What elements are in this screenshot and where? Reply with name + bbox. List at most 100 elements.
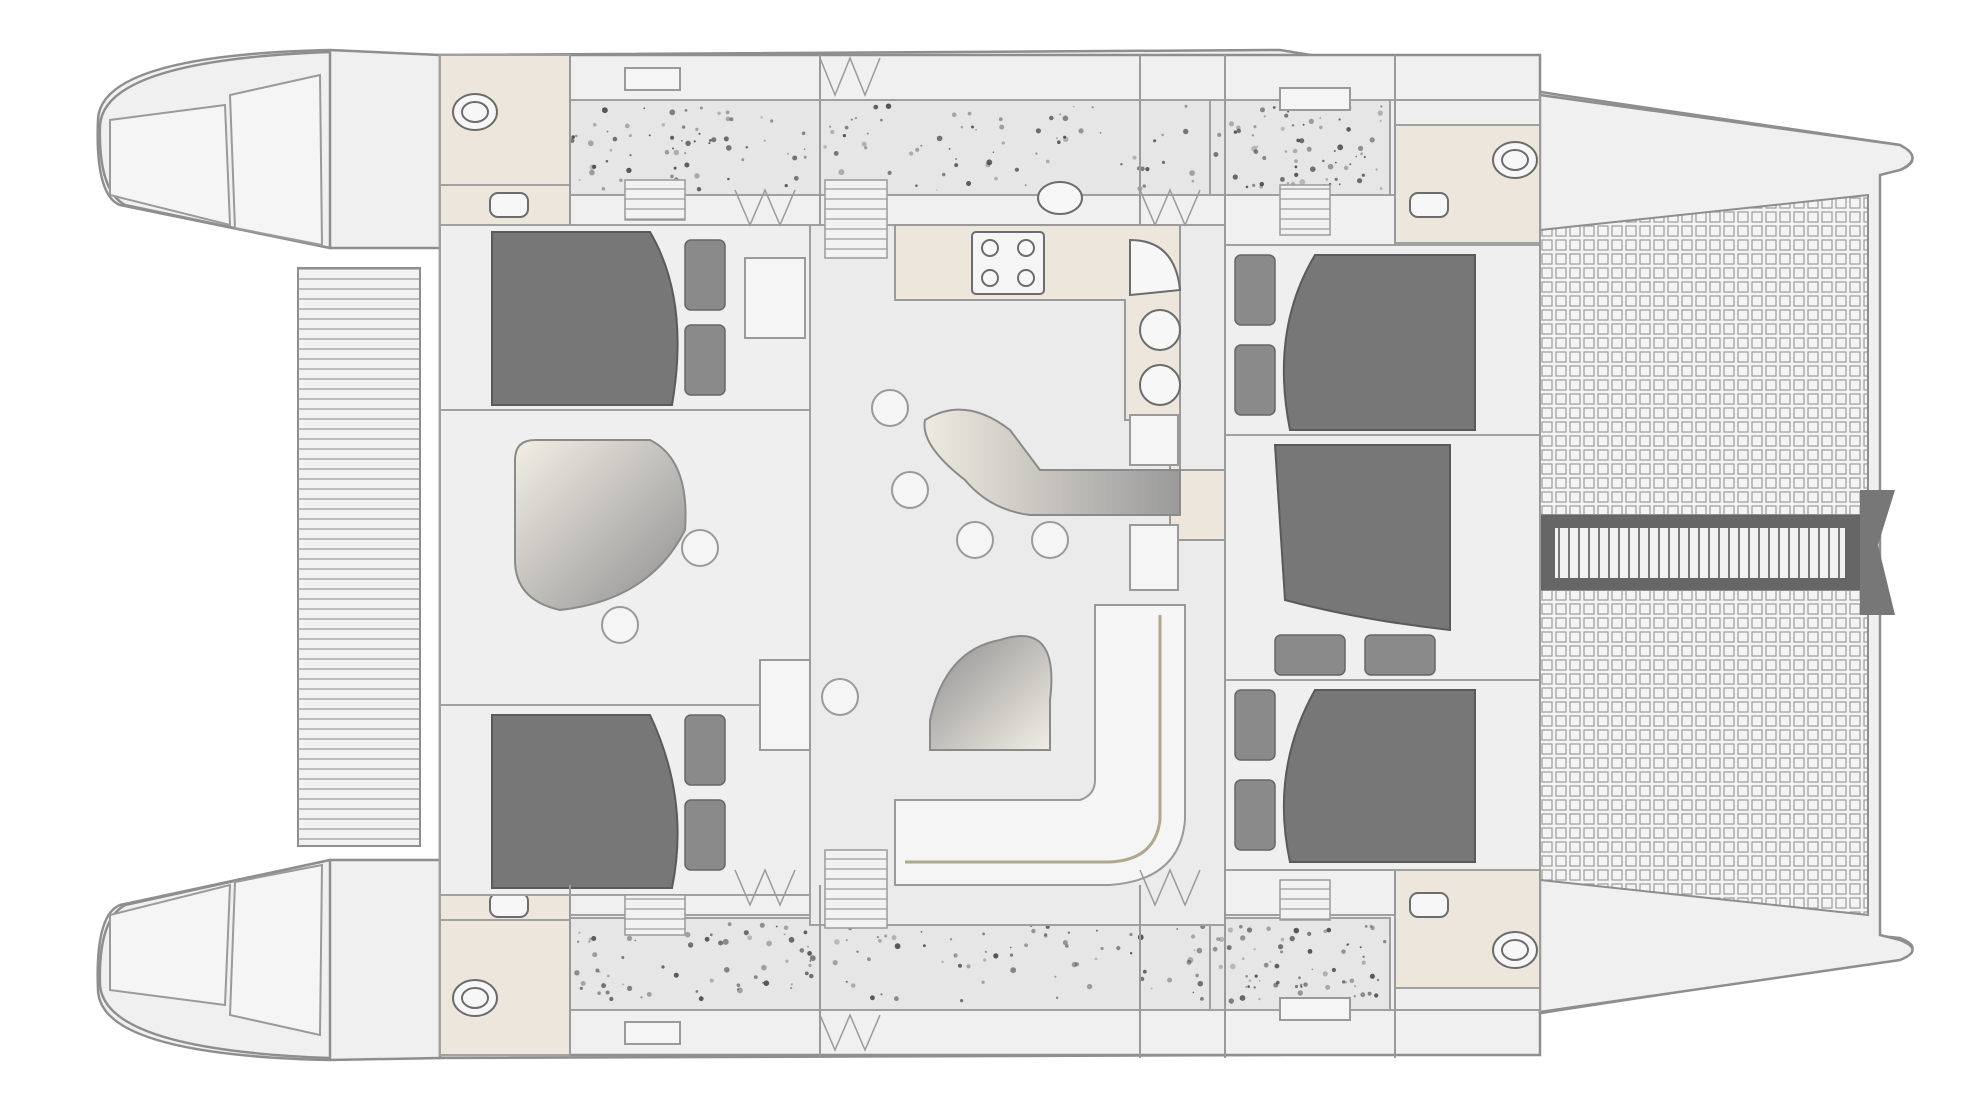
pillow (1274, 634, 1346, 676)
tile-speckle (880, 993, 883, 996)
tile-speckle (1062, 940, 1068, 946)
tile-speckle (1063, 135, 1067, 139)
tile-speckle (708, 139, 712, 142)
tile-speckle (727, 922, 732, 927)
tile-speckle (854, 117, 858, 120)
tile-speckle (954, 163, 959, 168)
tile-speckle (845, 980, 848, 983)
tile-speckle (958, 963, 962, 968)
tile-speckle (1253, 125, 1257, 129)
tile-speckle (775, 925, 778, 928)
sink-icon (1409, 892, 1449, 918)
galley-sink-icon (1139, 364, 1181, 406)
tile-speckle (1120, 163, 1123, 166)
tile-speckle (994, 176, 998, 181)
tile-speckle (1349, 978, 1355, 984)
aft-boarding-steps (1555, 528, 1845, 578)
tile-speckle (1035, 152, 1038, 155)
tile-speckle (909, 151, 914, 156)
stbd-tile-floor-3 (1209, 917, 1391, 1011)
tile-speckle (1289, 935, 1295, 942)
tile-speckle (864, 146, 868, 150)
tile-speckle-top (563, 103, 1383, 192)
tile-speckle (578, 931, 581, 934)
tile-speckle (741, 158, 745, 162)
tile-speckle (661, 965, 665, 969)
bow-locker-stbd-inner (228, 863, 324, 1037)
stairs-stbd-salon (824, 849, 888, 929)
tile-speckle (850, 983, 856, 988)
tile-speckle (861, 141, 867, 147)
tile-speckle (1253, 149, 1259, 154)
tile-speckle (736, 988, 739, 991)
tile-speckle (1294, 165, 1298, 169)
tile-speckle (577, 940, 580, 943)
tile-speckle (1100, 946, 1104, 951)
tile-speckle (723, 136, 729, 142)
tile-speckle (698, 996, 704, 1002)
tile-speckle (588, 940, 591, 943)
tile-speckle (856, 950, 859, 953)
tile-speckle (1176, 928, 1179, 930)
tile-speckle (923, 944, 926, 948)
tile-speckle (1369, 973, 1375, 979)
tile-speckle (763, 980, 770, 986)
tile-speckle (1010, 967, 1017, 974)
tile-speckle (1245, 185, 1249, 189)
tile-speckle (1248, 979, 1252, 982)
hatch (624, 1021, 681, 1045)
tile-speckle (1187, 957, 1194, 963)
tile-speckle (1251, 145, 1258, 152)
tile-speckle (684, 931, 691, 938)
tile-speckle (1323, 929, 1328, 933)
tile-speckle (1341, 949, 1346, 954)
tile-speckle (1334, 161, 1337, 164)
tile-speckle (605, 159, 609, 163)
tile-speckle (766, 940, 772, 947)
tile-speckle (1263, 962, 1269, 968)
tile-speckle (761, 964, 767, 971)
bow-locker-port (109, 103, 232, 227)
tile-speckle (1263, 115, 1266, 118)
tile-speckle (876, 936, 880, 939)
tile-speckle (704, 936, 710, 942)
pillow (684, 239, 726, 311)
tile-speckle (1035, 128, 1041, 134)
tile-speckle (1286, 182, 1290, 185)
tile-speckle (981, 980, 985, 984)
tile-speckle (998, 117, 1003, 122)
tile-speckle (1254, 974, 1258, 978)
tile-speckle (829, 125, 832, 128)
tile-speckle (1216, 937, 1220, 941)
tile-speckle (763, 139, 766, 142)
tile-speckle (1062, 115, 1069, 122)
dining-table-salon (929, 635, 1053, 751)
tile-speckle (1241, 957, 1245, 960)
tile-speckle (1287, 110, 1290, 113)
tile-speckle (722, 938, 729, 945)
tile-speckle (753, 975, 758, 979)
tile-speckle (975, 129, 977, 131)
tile-speckle (1369, 137, 1375, 143)
tile-speckle (1129, 932, 1133, 937)
tile-speckle (770, 119, 774, 123)
tile-speckle (1140, 166, 1145, 172)
tile-speckle (894, 996, 899, 1002)
tile-speckle (955, 158, 958, 160)
tile-speckle (681, 140, 683, 142)
tile-speckle (606, 130, 609, 133)
tile-speckle (1200, 997, 1204, 1001)
tile-speckle (838, 169, 845, 176)
tile-speckle (790, 983, 793, 986)
tile-speckle (1379, 187, 1383, 191)
tile-speckle (834, 939, 840, 945)
tile-speckle (736, 983, 741, 987)
tile-speckle (1294, 159, 1298, 164)
tile-speckle (643, 107, 646, 110)
tile-speckle (1236, 125, 1241, 130)
tile-speckle (711, 137, 717, 143)
tile-speckle (1074, 962, 1080, 967)
tile-speckle (1239, 924, 1243, 929)
tile-speckle (891, 935, 897, 941)
tile-speckle (693, 140, 696, 143)
